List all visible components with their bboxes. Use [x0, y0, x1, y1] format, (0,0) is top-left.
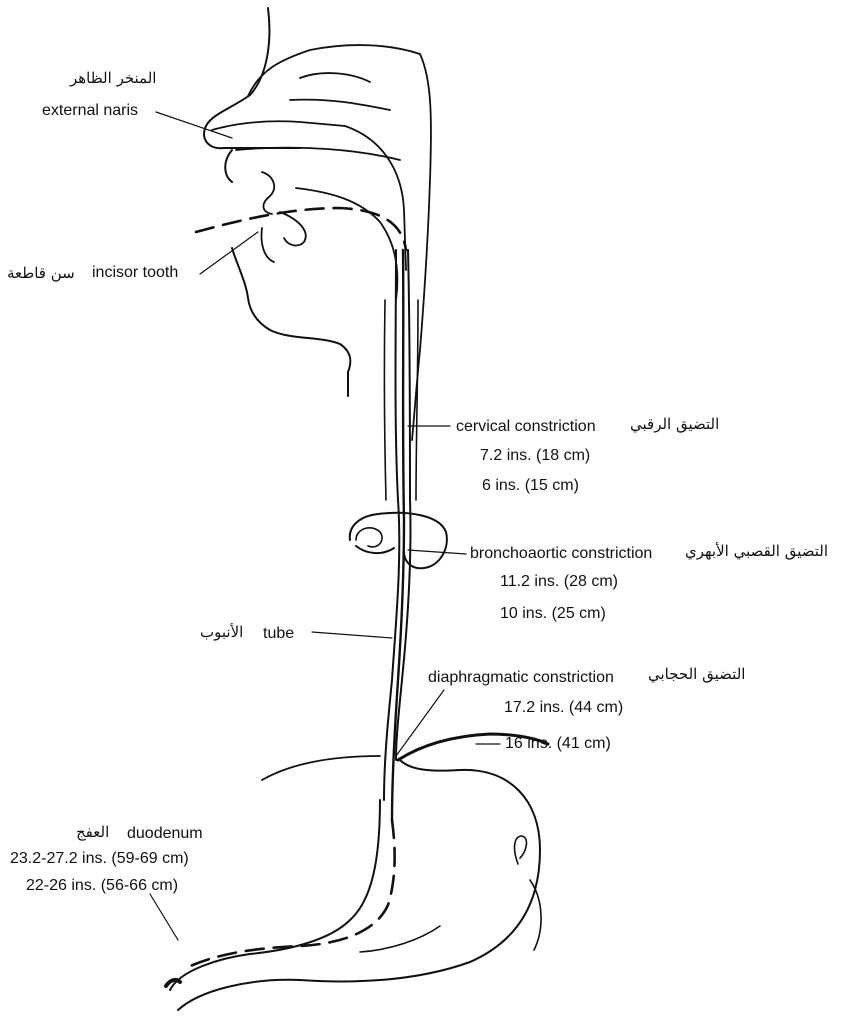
label-duodenum-m1: 23.2-27.2 ins. (59-69 cm): [10, 849, 189, 869]
label-tube: tube: [263, 624, 294, 644]
label-broncho-m2: 10 ins. (25 cm): [500, 604, 606, 624]
label-tube-arabic: الأنبوب: [200, 622, 243, 642]
stomach-outline: [170, 760, 540, 1010]
label-duodenum-arabic: العفج: [76, 822, 109, 842]
label-broncho: bronchoaortic constriction: [470, 544, 652, 564]
label-cervical-arabic: التضيق الرقبي: [630, 414, 719, 434]
label-diaphragmatic: diaphragmatic constriction: [428, 668, 614, 688]
neck-line-left: [384, 300, 386, 500]
leader-broncho: [408, 550, 466, 554]
label-cervical-m1: 7.2 ins. (18 cm): [480, 446, 590, 466]
label-broncho-m1: 11.2 ins. (28 cm): [500, 572, 618, 592]
leader-incisor: [200, 232, 258, 274]
side-loop: [515, 836, 542, 950]
tongue: [262, 172, 306, 262]
label-naris-arabic: المنخر الظاهر: [70, 68, 156, 88]
leader-diaph: [396, 690, 444, 756]
label-diaphragmatic-arabic: التضيق الحجابي: [648, 664, 745, 684]
diaphragm-left: [262, 756, 380, 780]
label-duodenum-m2: 22-26 ins. (56-66 cm): [26, 876, 178, 896]
nasal-cavity: [212, 45, 420, 130]
face-profile: [204, 8, 350, 396]
leader-naris: [156, 112, 232, 138]
label-cervical: cervical constriction: [456, 417, 596, 437]
leader-duodenum: [150, 894, 178, 940]
label-broncho-arabic: التضيق القصبي الأبهري: [685, 541, 828, 561]
label-diaph-m2: 16 ins. (41 cm): [505, 734, 611, 754]
bronchoaortic-ring-inner: [356, 528, 382, 547]
label-duodenum: duodenum: [127, 824, 203, 844]
label-naris: external naris: [42, 101, 138, 121]
tube-in-stomach-dashed: [186, 820, 395, 968]
esophagus-left-wall: [384, 250, 399, 800]
label-incisor-arabic: سن قاطعة: [7, 263, 75, 283]
label-cervical-m2: 6 ins. (15 cm): [482, 476, 579, 496]
palate: [236, 148, 400, 160]
label-incisor: incisor tooth: [92, 263, 178, 283]
stomach-inner-fold: [360, 926, 440, 952]
back-of-head: [412, 54, 431, 440]
leader-tube: [312, 632, 392, 638]
label-diaph-m1: 17.2 ins. (44 cm): [504, 698, 623, 718]
